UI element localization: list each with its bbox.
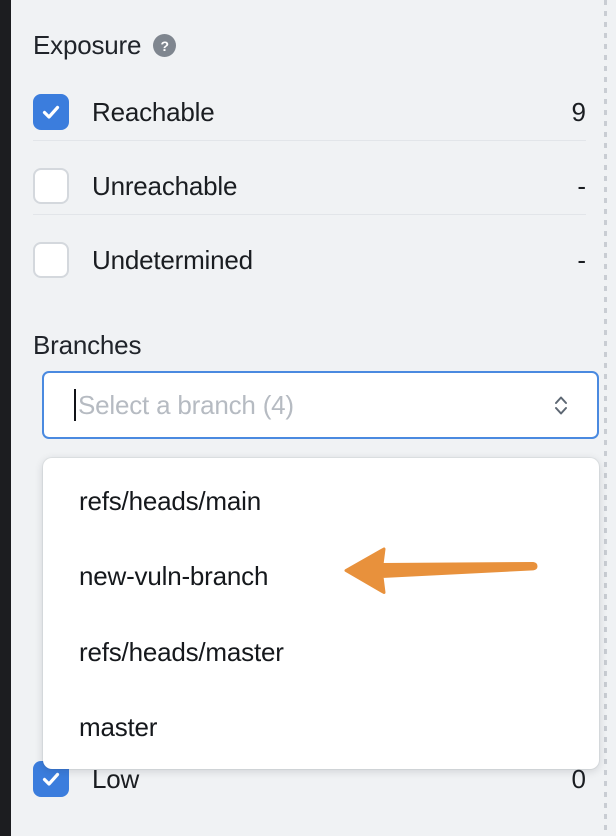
text-caret [74,389,76,421]
dropdown-option-refs-heads-master[interactable]: refs/heads/master [79,637,284,667]
branches-field-label: Branches [33,330,142,360]
exposure-label-unreachable: Unreachable [92,170,238,201]
exposure-count-unreachable: - [577,170,586,201]
panel-dotted-divider [604,0,607,836]
dropdown-option-master[interactable]: master [79,712,158,742]
question-mark-circle-icon[interactable]: ? [153,34,177,57]
branch-select-input[interactable]: Select a branch (4) [42,371,599,439]
exposure-row-reachable[interactable]: Reachable 9 [33,81,586,143]
exposure-row-unreachable[interactable]: Unreachable - [33,155,586,217]
exposure-count-undetermined: - [577,244,586,275]
exposure-label-undetermined: Undetermined [92,244,253,275]
dropdown-option-new-vuln-branch[interactable]: new-vuln-branch [79,561,269,591]
severity-count-low: 0 [571,763,586,794]
exposure-filter-panel: Exposure ? Reachable 9 Unreachable - [11,0,604,836]
branch-dropdown-menu[interactable]: refs/heads/main new-vuln-branch refs/hea… [43,458,599,769]
checkbox-reachable[interactable] [33,94,69,130]
dropdown-option-refs-heads-main[interactable]: refs/heads/main [79,486,261,516]
checkbox-unreachable[interactable] [33,168,69,204]
exposure-row-undetermined[interactable]: Undetermined - [33,229,586,291]
row-divider [33,140,586,141]
exposure-label-reachable: Reachable [92,96,215,127]
row-divider [33,214,586,215]
exposure-section-header: Exposure ? [33,30,177,61]
branch-select-placeholder: Select a branch (4) [78,389,294,420]
checkbox-undetermined[interactable] [33,242,69,278]
chevron-up-down-icon[interactable] [551,390,571,420]
app-left-rail [0,0,11,836]
right-gutter [607,0,616,836]
exposure-count-reachable: 9 [571,96,586,127]
page-title: Exposure [33,30,142,60]
